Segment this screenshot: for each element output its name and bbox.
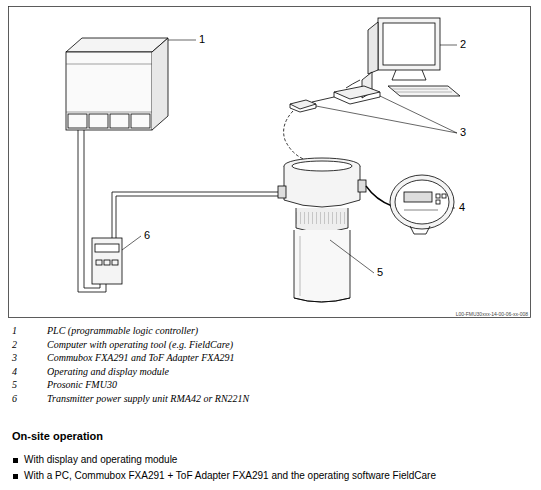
caption-number: 6 bbox=[12, 393, 17, 405]
caption-number: 3 bbox=[12, 352, 17, 364]
caption-text: Prosonic FMU30 bbox=[47, 379, 117, 391]
caption-text: PLC (programmable logic controller) bbox=[47, 325, 198, 337]
caption-number: 4 bbox=[12, 366, 17, 378]
caption-text: Commubox FXA291 and ToF Adapter FXA291 bbox=[47, 352, 235, 364]
drawing-id: L00-FMU30xxx-14-00-06-xx-008 bbox=[456, 311, 528, 317]
caption-number: 2 bbox=[12, 339, 17, 351]
bullet-text: With a PC, Commubox FXA291 + ToF Adapter… bbox=[24, 470, 436, 482]
callout-number: 4 bbox=[459, 201, 465, 214]
callout-number: 1 bbox=[199, 33, 205, 46]
callout-number: 3 bbox=[460, 126, 466, 139]
caption-text: Operating and display module bbox=[47, 366, 169, 378]
caption-number: 5 bbox=[12, 379, 17, 391]
caption-text: Transmitter power supply unit RMA42 or R… bbox=[47, 393, 249, 405]
caption-text: Computer with operating tool (e.g. Field… bbox=[47, 339, 233, 351]
section-heading: On-site operation bbox=[12, 430, 103, 443]
caption-number: 1 bbox=[12, 325, 17, 337]
callout-number: 6 bbox=[144, 229, 150, 242]
callout-number: 5 bbox=[377, 266, 383, 279]
bullet-text: With display and operating module bbox=[24, 454, 177, 466]
callout-number: 2 bbox=[460, 38, 466, 51]
